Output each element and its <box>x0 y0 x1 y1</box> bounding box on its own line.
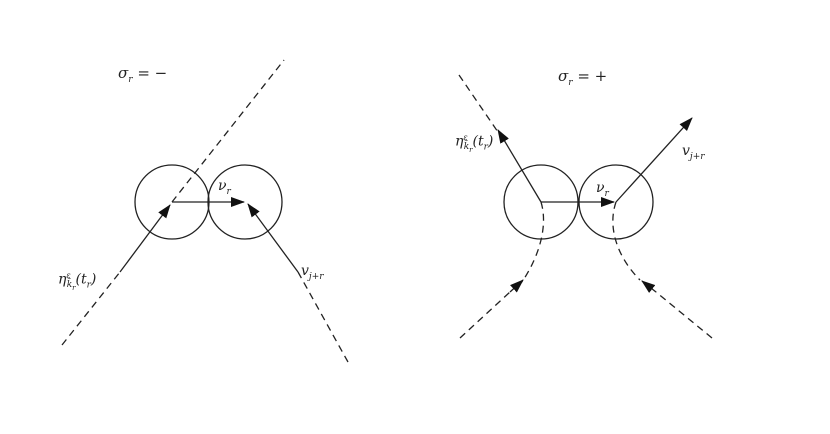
right-panel <box>458 74 713 339</box>
left-dashed-diagonal-upper <box>171 59 285 203</box>
left-v-arrow <box>247 203 299 273</box>
left-v-label: vj+r <box>301 263 324 282</box>
right-nu-label: νr <box>596 180 609 199</box>
right-panel-title: σr = + <box>558 67 608 88</box>
left-dashed-lower-right <box>297 271 349 363</box>
left-nu-label: νr <box>218 178 231 197</box>
right-dashed-curve-left <box>521 201 545 283</box>
left-panel <box>61 59 349 363</box>
right-dashed-lower-left <box>459 291 511 339</box>
right-incoming-right-arrow <box>641 280 657 293</box>
left-eta-arrow <box>119 204 171 273</box>
right-dashed-curve-right <box>612 201 641 281</box>
right-eta-arrow <box>497 129 542 203</box>
right-dashed-upper-left <box>458 74 501 136</box>
left-eta-label: ηεk̃r(tr) <box>58 271 97 293</box>
right-v-label: vj+r <box>682 143 705 162</box>
right-eta-label: ηεk̃r(tr) <box>455 133 494 155</box>
left-panel-title: σr = − <box>118 64 168 85</box>
right-dashed-lower-right <box>655 291 713 339</box>
left-dashed-diagonal <box>61 271 121 346</box>
right-incoming-left-arrow <box>509 279 524 293</box>
right-v-arrow <box>615 117 693 203</box>
